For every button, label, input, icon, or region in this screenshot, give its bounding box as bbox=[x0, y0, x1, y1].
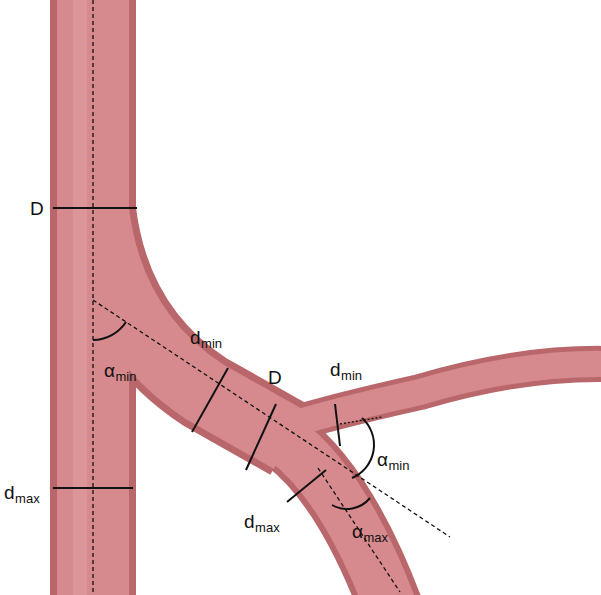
measure-line bbox=[53, 487, 133, 489]
subscript: min bbox=[388, 459, 409, 472]
vessel-lumen bbox=[80, 0, 601, 595]
dimension-label: d bbox=[4, 483, 15, 502]
dimension-label: α bbox=[352, 522, 363, 541]
subscript: max bbox=[255, 521, 280, 534]
subscript: min bbox=[115, 370, 136, 383]
subscript: max bbox=[15, 492, 40, 505]
angle-arc bbox=[332, 498, 370, 509]
vessel-walls bbox=[93, 0, 601, 595]
angle-arc bbox=[93, 322, 126, 340]
centerline bbox=[340, 417, 382, 424]
dimension-label: α bbox=[377, 450, 388, 469]
measure-line bbox=[53, 207, 137, 209]
upper-branch-wall bbox=[280, 364, 601, 428]
angle-arc bbox=[352, 418, 374, 478]
centerline bbox=[92, 0, 93, 595]
centerline bbox=[93, 300, 450, 537]
measure-line bbox=[287, 470, 326, 502]
centerline bbox=[318, 468, 400, 592]
dimension-label: D bbox=[30, 199, 44, 218]
subscript: min bbox=[341, 369, 362, 382]
subscript: min bbox=[201, 337, 222, 350]
highlight bbox=[73, 0, 87, 595]
dimension-label: d bbox=[244, 512, 255, 531]
dimension-label: d bbox=[190, 328, 201, 347]
subscript: max bbox=[363, 531, 388, 544]
upper-branch bbox=[280, 364, 601, 428]
dimension-label: d bbox=[330, 360, 341, 379]
measure-line bbox=[246, 404, 276, 470]
measure-line bbox=[192, 368, 228, 432]
branch-vessel bbox=[96, 210, 290, 440]
dimension-label: α bbox=[104, 361, 115, 380]
guides bbox=[53, 0, 450, 595]
dimension-label: D bbox=[268, 368, 282, 387]
measure-line bbox=[335, 404, 340, 446]
